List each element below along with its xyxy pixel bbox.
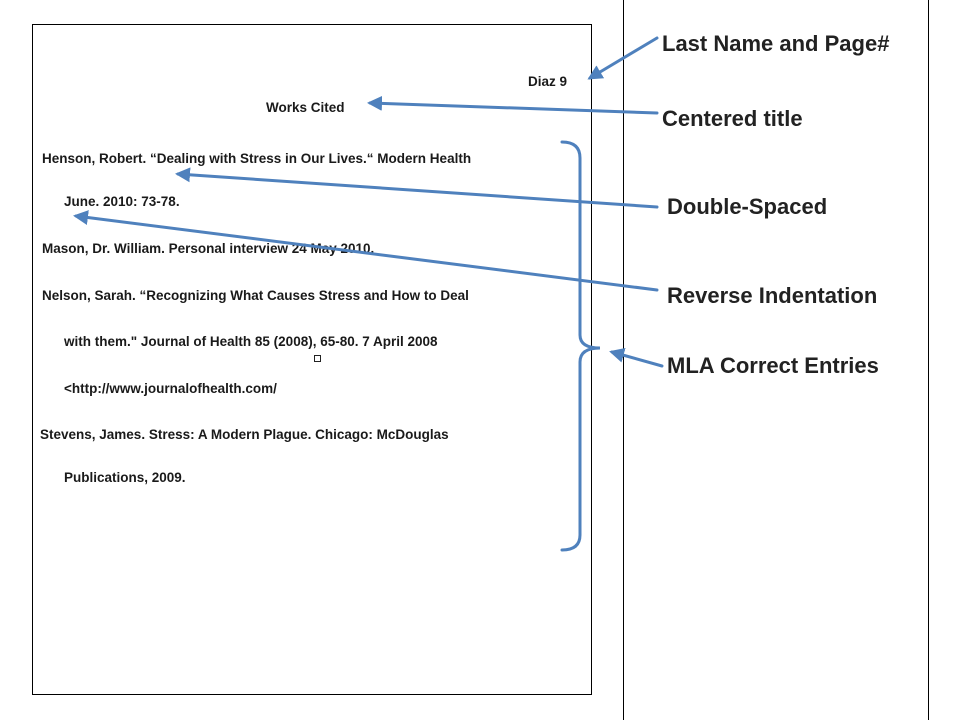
arrow-double-spaced — [175, 167, 659, 209]
arrow-last-name-page — [587, 36, 659, 80]
entry-nelson-line2: with them." Journal of Health 85 (2008),… — [64, 334, 438, 349]
label-last-name-page: Last Name and Page# — [662, 31, 890, 56]
arrow-centered-title — [367, 95, 659, 115]
works-cited-page: Diaz 9 Works Cited Henson, Robert. “Deal… — [32, 24, 592, 695]
entry-stevens-line1: Stevens, James. Stress: A Modern Plague.… — [40, 427, 449, 442]
entry-mason-line1: Mason, Dr. William. Personal interview 2… — [42, 241, 375, 256]
divider-line-right — [928, 0, 929, 720]
label-reverse-indentation: Reverse Indentation — [667, 283, 878, 308]
page-header: Diaz 9 — [528, 74, 568, 89]
entry-stevens-line2: Publications, 2009. — [64, 470, 186, 485]
entry-henson-line1: Henson, Robert. “Dealing with Stress in … — [42, 151, 472, 166]
entry-nelson-line1: Nelson, Sarah. “Recognizing What Causes … — [42, 288, 469, 303]
entry-nelson-line3: <http://www.journalofhealth.com/ — [64, 381, 277, 396]
entries-bracket — [560, 140, 601, 552]
label-centered-title: Centered title — [662, 106, 803, 131]
arrow-reverse-indentation — [73, 210, 659, 292]
label-double-spaced: Double-Spaced — [667, 194, 828, 219]
placeholder-box — [314, 355, 321, 362]
page-title: Works Cited — [266, 100, 345, 115]
arrow-mla-entries — [609, 348, 664, 368]
entry-henson-line2: June. 2010: 73-78. — [64, 194, 180, 209]
label-mla-entries: MLA Correct Entries — [667, 353, 879, 378]
